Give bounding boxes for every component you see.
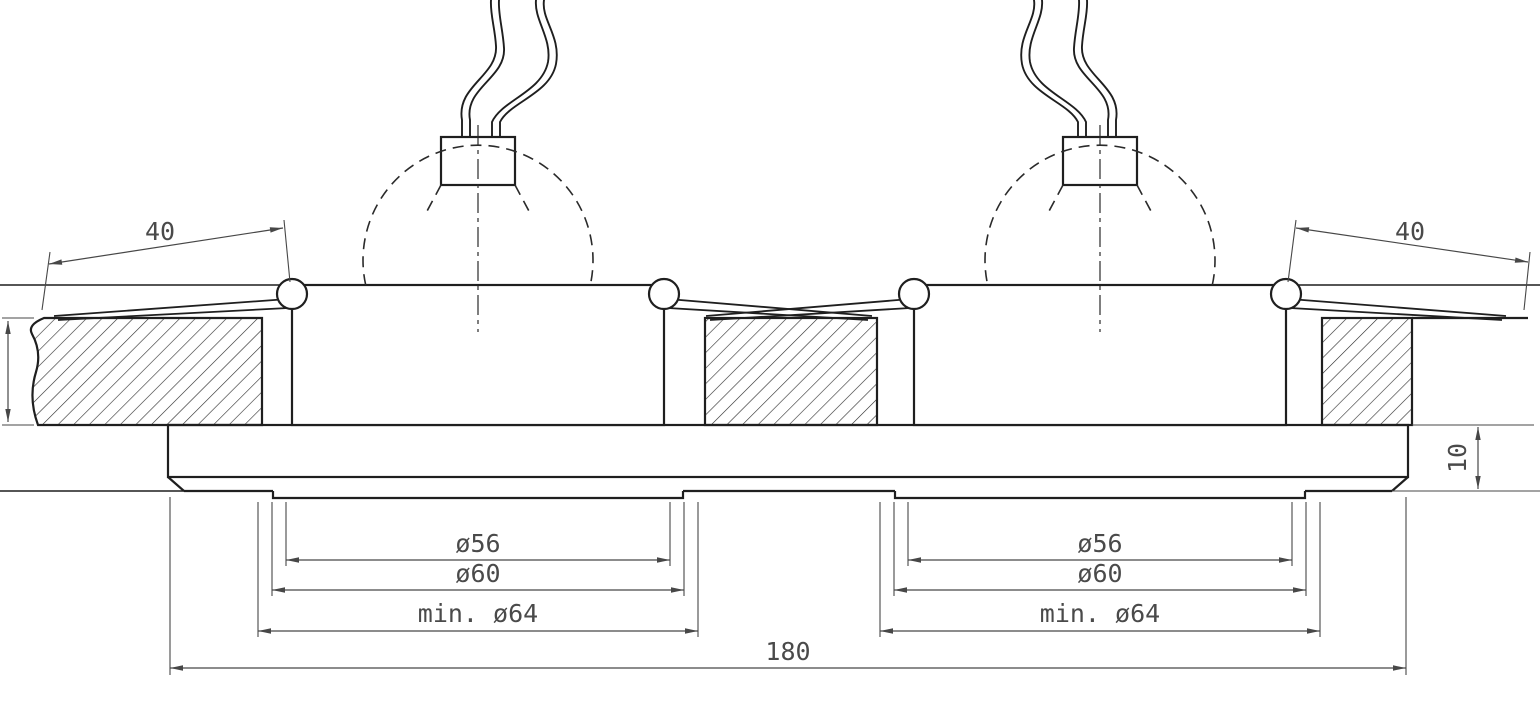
- dim-label-40-left: 40: [145, 217, 175, 246]
- trim-chamfer-right: [1391, 476, 1409, 492]
- trim-plate: [166, 423, 1410, 500]
- ceiling-section: [29, 316, 1528, 427]
- spring-clip-pivot: [647, 277, 681, 311]
- dimensions: 40 40 ø56 ø60: [2, 217, 1540, 675]
- dim-left-d56: ø56: [285, 502, 671, 566]
- dim-right-d64: min. ø64: [879, 502, 1321, 637]
- dim-right-d60: ø60: [893, 502, 1307, 596]
- dim-label-d60-right: ø60: [1077, 559, 1122, 588]
- clip-arm: [57, 307, 289, 321]
- dim-label-180: 180: [765, 637, 810, 666]
- extension-line: [1287, 219, 1297, 283]
- clip-arm: [667, 307, 869, 321]
- clip-arm: [1289, 307, 1503, 321]
- dim-left-d64: min. ø64: [257, 502, 699, 637]
- dim-ceiling-thickness: [2, 317, 34, 426]
- spring-clip-arms: [53, 298, 1507, 321]
- dim-left-d60: ø60: [271, 502, 685, 596]
- rim-reference-lines: [0, 284, 1540, 492]
- dim-trim-10: 10: [1392, 424, 1540, 492]
- trim-body: [166, 423, 1410, 479]
- spring-clip-pivot: [275, 277, 309, 311]
- spring-clip-pivot: [1269, 277, 1303, 311]
- trim-lip-right: [893, 491, 1307, 500]
- ceiling-block-right: [1320, 316, 1414, 427]
- dim-right-clip-span: 40: [1287, 217, 1531, 311]
- dimension-line: [1295, 227, 1529, 263]
- trim-chamfer-left: [167, 476, 185, 492]
- extension-line: [1523, 251, 1531, 311]
- dim-left-clip-span: 40: [41, 217, 291, 311]
- lamp-assembly-right: [983, 0, 1217, 334]
- clip-arm: [1289, 298, 1507, 317]
- dim-label-d60-left: ø60: [455, 559, 500, 588]
- dimension-line: [48, 227, 284, 265]
- spring-clip-pivot: [897, 277, 931, 311]
- extension-line: [41, 251, 51, 311]
- lamp-assembly-left: [361, 0, 595, 334]
- dim-right-d56: ø56: [907, 502, 1293, 566]
- dim-label-10: 10: [1443, 443, 1472, 473]
- dim-label-d56-left: ø56: [455, 529, 500, 558]
- dim-overall-180: 180: [169, 497, 1407, 675]
- extension-line: [283, 219, 291, 283]
- trim-lip-left: [271, 491, 685, 500]
- dim-label-d64-left: min. ø64: [418, 599, 538, 628]
- clip-arm: [709, 307, 911, 321]
- dim-label-40-right: 40: [1395, 217, 1425, 246]
- ceiling-block-left: [29, 316, 264, 427]
- ceiling-block-middle: [703, 316, 879, 427]
- dim-label-d64-right: min. ø64: [1040, 599, 1160, 628]
- dim-label-d56-right: ø56: [1077, 529, 1122, 558]
- clip-arm: [53, 298, 289, 317]
- clip-arm: [705, 298, 911, 317]
